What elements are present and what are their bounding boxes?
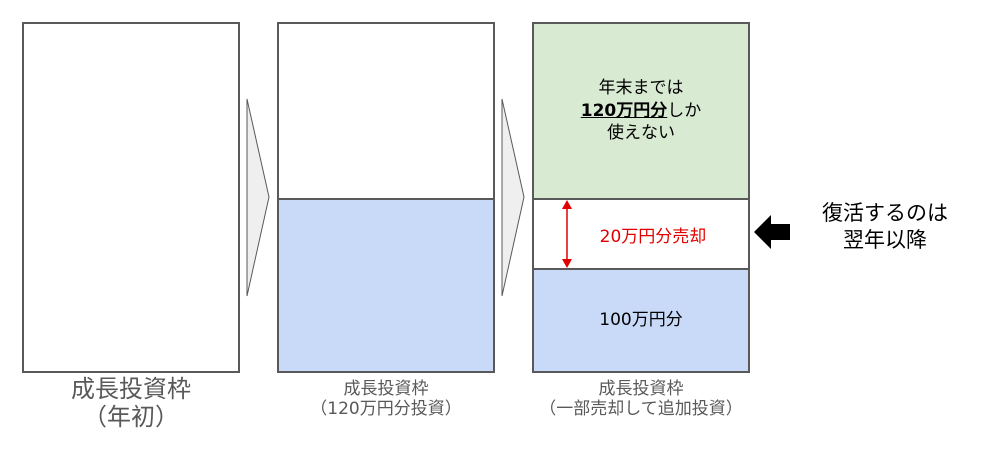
caption-partial-sale: 成長投資枠 （一部売却して追加投資） bbox=[510, 379, 772, 419]
available-segment: 年末までは 120万円分しか 使えない bbox=[534, 24, 748, 198]
available-note: 年末までは 120万円分しか 使えない bbox=[580, 77, 702, 144]
caption-invested-title: 成長投資枠 bbox=[343, 379, 429, 399]
caption-partial-sale-sub: （一部売却して追加投資） bbox=[539, 398, 743, 419]
caption-start-sub: （年初） bbox=[83, 402, 179, 431]
growth-quota-box-invested bbox=[277, 22, 495, 373]
chevron-right-icon bbox=[246, 98, 270, 297]
arrow-left-icon bbox=[754, 215, 790, 249]
caption-invested: 成長投資枠 （120万円分投資） bbox=[255, 379, 517, 419]
sold-amount-label: 20万円分売却 bbox=[599, 226, 707, 247]
growth-quota-box-start bbox=[22, 22, 240, 373]
remaining-amount-label: 100万円分 bbox=[599, 310, 683, 331]
double-arrow-icon bbox=[562, 200, 572, 268]
sold-segment: 20万円分売却 bbox=[534, 198, 748, 268]
limit-amount: 120万円分 bbox=[580, 100, 668, 121]
caption-invested-sub: （120万円分投資） bbox=[310, 398, 462, 419]
invested-segment bbox=[279, 198, 493, 371]
caption-partial-sale-title: 成長投資枠 bbox=[598, 379, 684, 399]
growth-quota-box-partial-sale: 年末までは 120万円分しか 使えない 20万円分売却 100万円分 bbox=[532, 22, 750, 373]
revival-note: 復活するのは 翌年以降 bbox=[822, 201, 948, 253]
caption-start: 成長投資枠 （年初） bbox=[0, 375, 262, 431]
caption-start-title: 成長投資枠 bbox=[71, 375, 191, 403]
remaining-invested-segment: 100万円分 bbox=[534, 268, 748, 371]
chevron-right-icon bbox=[501, 98, 525, 297]
